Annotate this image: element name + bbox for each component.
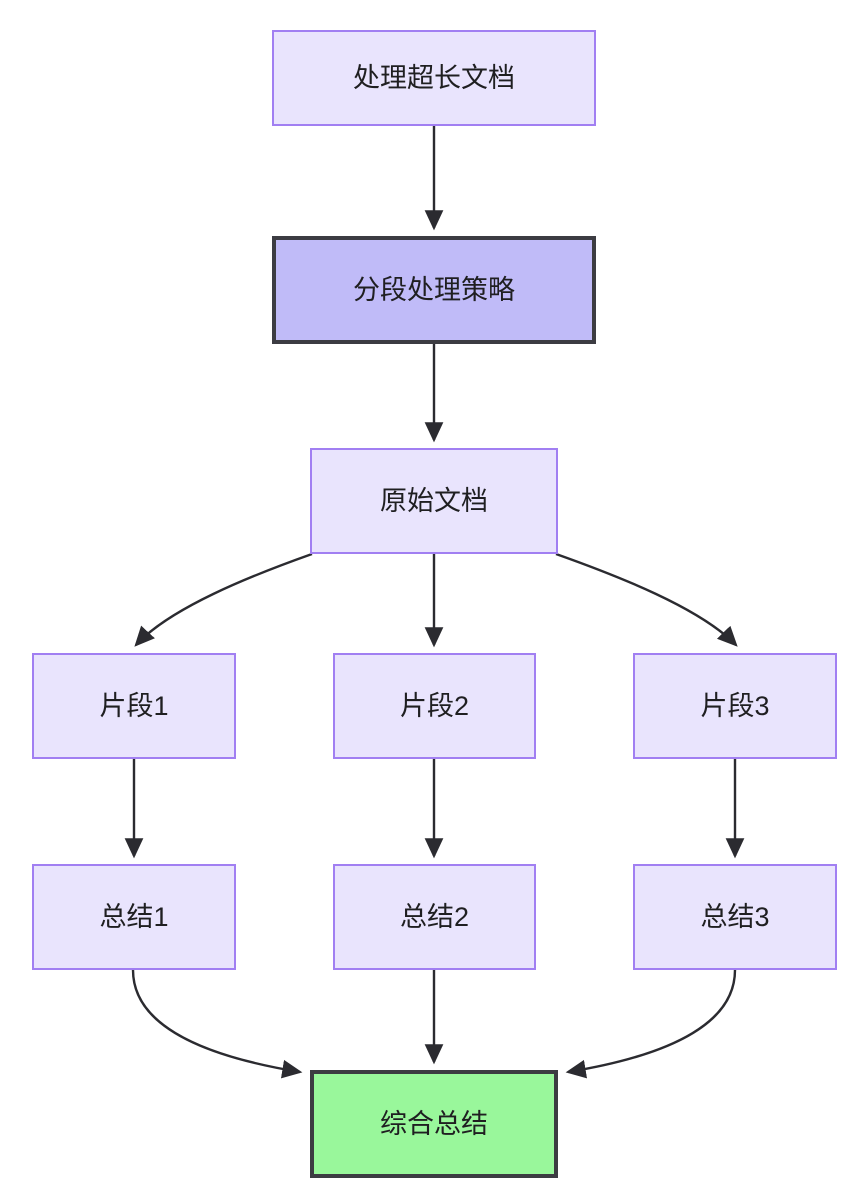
edge-n3-to-n6 (555, 552, 738, 647)
node-n2[interactable]: 分段处理策略 (272, 236, 596, 344)
edge-n9-to-n10 (565, 969, 737, 1079)
node-n8[interactable]: 总结2 (333, 864, 536, 970)
node-n9[interactable]: 总结3 (633, 864, 837, 970)
node-label: 总结2 (399, 901, 470, 932)
edge-n3-to-n4 (134, 552, 313, 647)
node-label: 总结1 (99, 901, 169, 932)
node-n6[interactable]: 片段3 (633, 653, 837, 759)
edge-n7-to-n10 (131, 969, 303, 1079)
node-label: 综合总结 (380, 1108, 488, 1139)
node-label: 片段2 (399, 690, 470, 721)
node-n5[interactable]: 片段2 (333, 653, 536, 759)
node-label: 分段处理策略 (353, 274, 515, 305)
node-label: 总结3 (700, 901, 770, 932)
node-label: 处理超长文档 (353, 62, 515, 93)
node-label: 原始文档 (380, 485, 488, 516)
node-n3[interactable]: 原始文档 (310, 448, 558, 554)
node-label: 片段3 (700, 690, 770, 721)
node-n4[interactable]: 片段1 (32, 653, 236, 759)
node-n1[interactable]: 处理超长文档 (272, 30, 596, 126)
node-n7[interactable]: 总结1 (32, 864, 236, 970)
node-label: 片段1 (99, 690, 169, 721)
node-n10[interactable]: 综合总结 (310, 1070, 558, 1178)
